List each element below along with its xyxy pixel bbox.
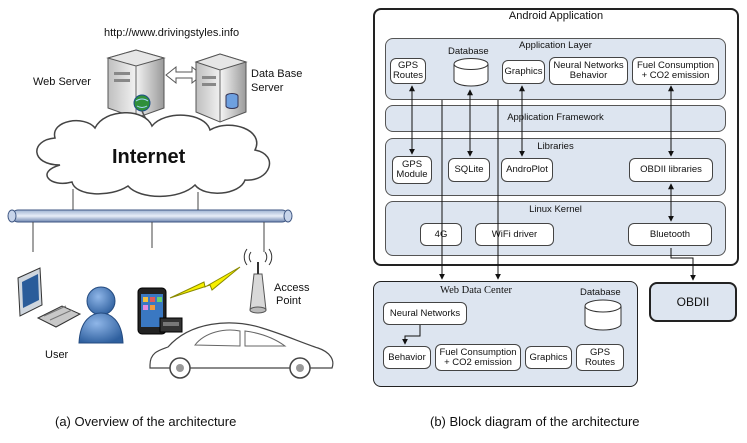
user-label: User: [45, 349, 69, 361]
database-server-icon: [194, 53, 248, 123]
access-point-label: Access: [274, 282, 310, 294]
gps-module-box: GPS Module: [392, 156, 432, 184]
wdc-database-icon: [584, 299, 622, 331]
gps-module-line2: Module: [396, 169, 428, 180]
android-application-panel: [373, 8, 739, 266]
wdc-database-label: Database: [580, 287, 621, 298]
4g-box: 4G: [420, 223, 462, 246]
fuel-line1: Fuel Consumption: [636, 60, 715, 71]
website-url: http://www.drivingstyles.info: [104, 27, 240, 39]
application-layer-title: Application Layer: [519, 40, 592, 51]
libraries-title: Libraries: [537, 141, 574, 152]
wdc-fuel-line2: + CO2 emission: [444, 356, 512, 368]
wdc-fuel-consumption-box: Fuel Consumption + CO2 emission: [435, 344, 521, 371]
web-data-center-title: Web Data Center: [440, 285, 513, 296]
wdc-gps-routes-box: GPS Routes: [576, 344, 624, 371]
wdc-graphics-box: Graphics: [525, 346, 572, 369]
obdii-box: OBDII: [649, 282, 737, 322]
app-graphics-box: Graphics: [502, 60, 545, 84]
neural-networks-behavior-box: Neural Networks Behavior: [549, 57, 628, 85]
computer-icon: [17, 267, 82, 328]
internet-label: Internet: [112, 146, 186, 168]
user-icon: [78, 286, 124, 344]
obd-device-icon: [159, 317, 183, 333]
androplot-box: AndroPlot: [501, 158, 553, 182]
overview-graphics: [7, 49, 334, 379]
database-server-label-line2: Server: [251, 82, 284, 94]
neural-line1: Neural Networks: [553, 60, 624, 71]
web-server-icon: [106, 49, 166, 119]
internet-cloud-icon: [36, 112, 271, 198]
wdc-gps-line2: Routes: [584, 356, 616, 368]
app-database-icon: [453, 58, 489, 87]
car-icon: [149, 322, 334, 379]
fuel-line2: + CO2 emission: [641, 70, 710, 81]
android-application-title: Android Application: [508, 10, 604, 22]
network-backbone-icon: [7, 189, 293, 252]
sqlite-box: SQLite: [448, 158, 490, 182]
linux-kernel-title: Linux Kernel: [529, 204, 582, 215]
application-framework-title: Application Framework: [507, 112, 604, 123]
web-server-label: Web Server: [33, 76, 91, 88]
caption-block-diagram: (b) Block diagram of the architecture: [430, 414, 640, 429]
bluetooth-box: Bluetooth: [628, 223, 712, 246]
wdc-fuel-line1: Fuel Consumption: [439, 346, 517, 358]
smartphone-icon: [137, 287, 167, 335]
wdc-gps-line1: GPS: [589, 346, 611, 358]
app-database-label: Database: [448, 46, 489, 57]
gps-routes-line1: GPS: [397, 60, 419, 71]
access-point-icon: [243, 248, 273, 314]
wdc-behavior-box: Behavior: [383, 346, 431, 369]
gps-routes-line2: Routes: [392, 70, 424, 81]
wireless-signal-icon: [169, 266, 241, 299]
fuel-consumption-box: Fuel Consumption + CO2 emission: [632, 57, 719, 85]
neural-line2: Behavior: [569, 70, 608, 81]
wdc-neural-networks-box: Neural Networks: [383, 302, 467, 325]
database-server-label: Data Base: [251, 68, 303, 80]
gps-routes-box: GPS Routes: [390, 58, 426, 84]
obdii-libraries-box: OBDII libraries: [629, 158, 713, 182]
access-point-label-line2: Point: [276, 295, 302, 307]
wifi-driver-box: WiFi driver: [475, 223, 554, 246]
gps-module-line1: GPS: [401, 159, 423, 170]
caption-overview: (a) Overview of the architecture: [55, 414, 237, 429]
